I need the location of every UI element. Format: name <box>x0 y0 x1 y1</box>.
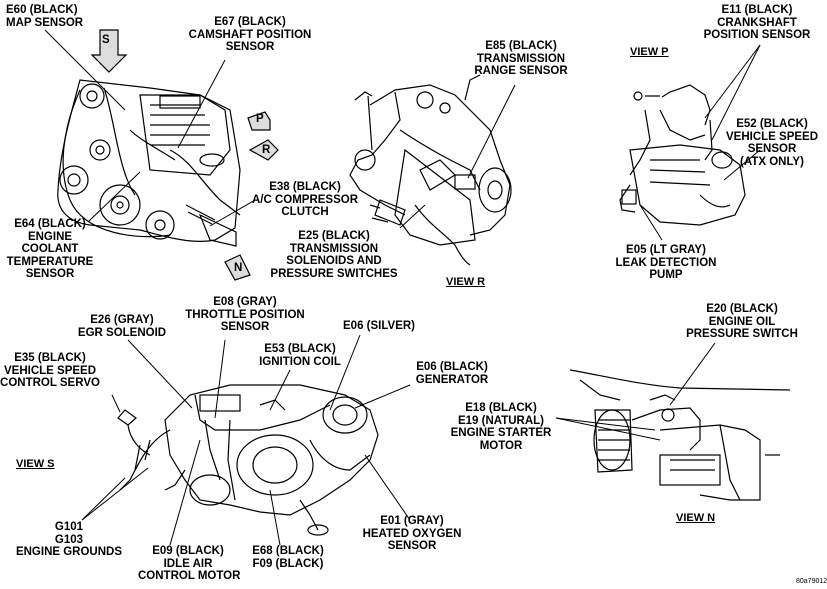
view-arrows <box>90 29 279 281</box>
view-r-arrow-letter: R <box>262 144 271 156</box>
label-e64-coolant-sensor: E64 (BLACK) ENGINE COOLANT TEMPERATURE S… <box>6 218 94 280</box>
label-g101-g103-grounds: G101 G103 ENGINE GROUNDS <box>15 521 123 558</box>
figure-id: 80a79012 <box>796 578 827 585</box>
starter-drawing <box>569 369 791 501</box>
label-e26-egr-solenoid: E26 (GRAY) EGR SOLENOID <box>77 314 167 339</box>
leader-lines-engine-side <box>81 334 411 546</box>
view-n-caption: VIEW N <box>676 512 716 524</box>
label-e06-silver: E06 (SILVER) <box>343 320 415 332</box>
view-n-arrow-letter: N <box>234 262 243 274</box>
label-e20-oil-pressure-switch: E20 (BLACK) ENGINE OIL PRESSURE SWITCH <box>686 303 798 340</box>
view-s-arrow-letter: S <box>102 34 110 46</box>
label-e67-camshaft-sensor: E67 (BLACK) CAMSHAFT POSITION SENSOR <box>188 16 312 53</box>
label-e06-generator: E06 (BLACK) GENERATOR <box>415 361 489 386</box>
label-e60-map-sensor: E60 (BLACK) MAP SENSOR <box>6 4 84 29</box>
label-e01-oxygen-sensor: E01 (GRAY) HEATED OXYGEN SENSOR <box>362 515 462 552</box>
view-s-caption: VIEW S <box>16 458 55 470</box>
crankshaft-drawing <box>619 84 746 226</box>
leader-lines-starter <box>555 342 716 441</box>
view-p-arrow-letter: P <box>256 113 264 125</box>
label-e25-transmission-solenoids: E25 (BLACK) TRANSMISSION SOLENOIDS AND P… <box>270 230 398 280</box>
leader-lines-transmission <box>399 84 516 229</box>
label-e08-throttle-sensor: E08 (GRAY) THROTTLE POSITION SENSOR <box>185 296 305 333</box>
leader-lines-front <box>44 29 256 227</box>
label-e05-leak-pump: E05 (LT GRAY) LEAK DETECTION PUMP <box>615 244 717 281</box>
leader-lines-crankshaft <box>639 44 761 241</box>
engine-front-drawing <box>57 79 241 247</box>
view-r-caption: VIEW R <box>446 276 486 288</box>
label-e68-f09: E68 (BLACK) F09 (BLACK) <box>252 545 324 570</box>
view-p-caption: VIEW P <box>630 46 669 58</box>
label-e85-range-sensor: E85 (BLACK) TRANSMISSION RANGE SENSOR <box>474 40 568 77</box>
label-e18-e19-starter: E18 (BLACK) E19 (NATURAL) ENGINE STARTER… <box>450 402 552 452</box>
label-e11-crankshaft-sensor: E11 (BLACK) CRANKSHAFT POSITION SENSOR <box>703 4 811 41</box>
engine-side-drawing <box>117 384 379 536</box>
label-e09-idle-air-motor: E09 (BLACK) IDLE AIR CONTROL MOTOR <box>138 545 241 582</box>
label-e52-vehicle-speed-sensor: E52 (BLACK) VEHICLE SPEED SENSOR (ATX ON… <box>725 118 819 168</box>
transmission-drawing <box>349 74 512 266</box>
label-e53-ignition-coil: E53 (BLACK) IGNITION COIL <box>259 343 341 368</box>
label-e35-speed-control-servo: E35 (BLACK) VEHICLE SPEED CONTROL SERVO <box>0 352 100 389</box>
label-e38-ac-clutch: E38 (BLACK) A/C COMPRESSOR CLUTCH <box>251 181 359 218</box>
